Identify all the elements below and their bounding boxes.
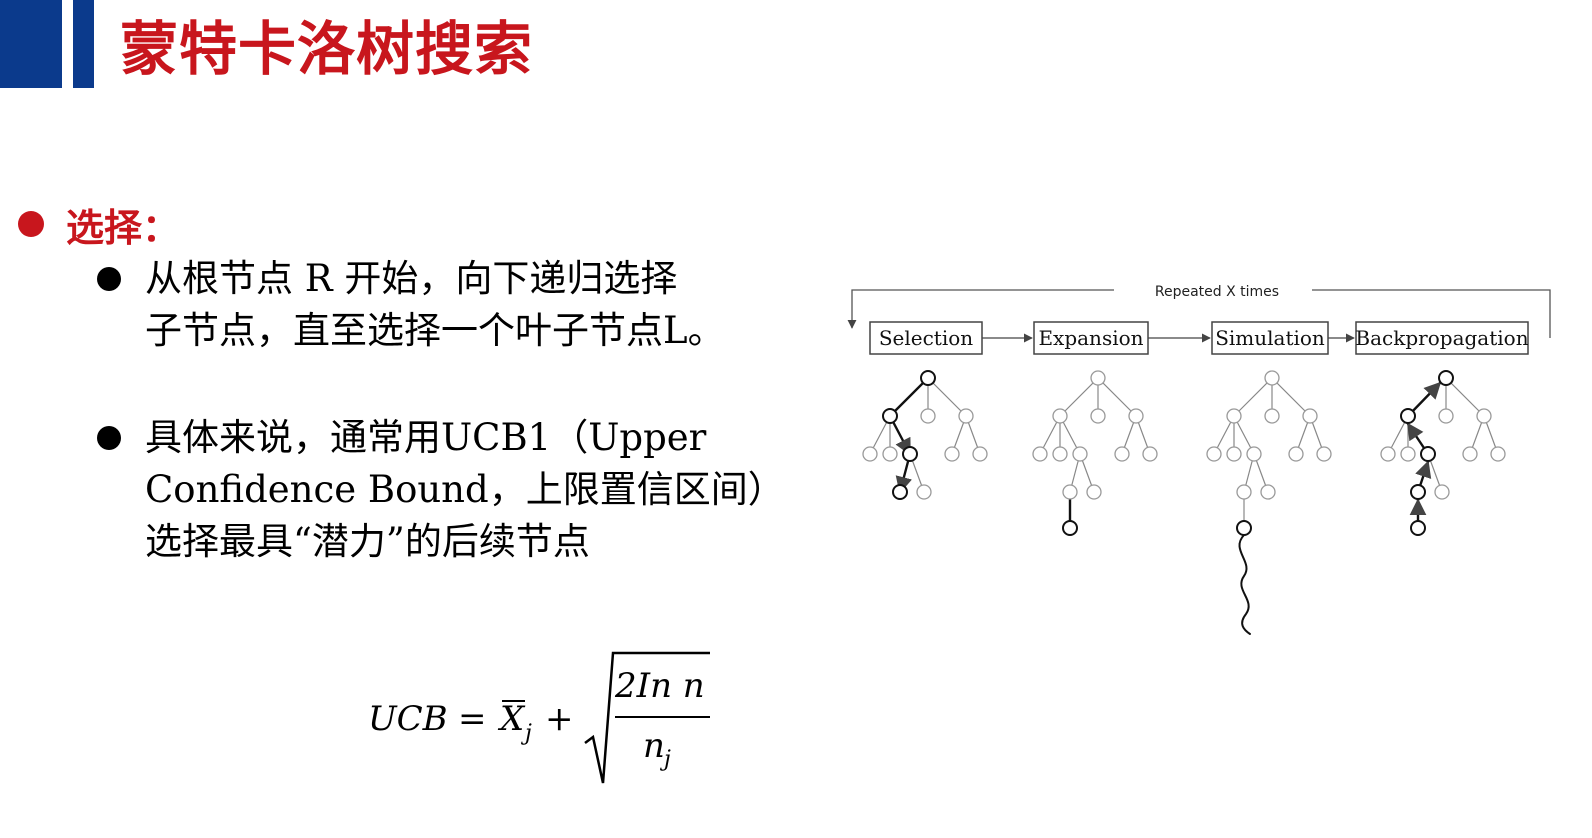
bullet-item: 从根节点 R 开始，向下递归选择 子节点，直至选择一个叶子节点L。 [97,253,825,357]
tree-expansion [1032,370,1158,536]
title-accent-bar [0,0,62,88]
formula-lhs: UCB [368,699,448,739]
bullet-dot-icon [97,267,121,291]
stage-box-simulation [1211,321,1329,355]
tree-backpropagation [1380,370,1506,536]
ucb-formula: UCB = X j + 2In n n j [368,651,710,784]
slide-title: 蒙特卡洛树搜索 [120,15,534,83]
mcts-diagram: Repeated X times Selection Expansion Sim… [847,284,1551,635]
bullet-item: 具体来说，通常用UCB1（Upper Confidence Bound，上限置信… [97,412,825,568]
bullet-line: 具体来说，通常用UCB1（Upper [145,416,707,459]
repeat-loop-arrow [847,289,1551,338]
bullet-line: 选择最具“潜力”的后续节点 [145,520,590,563]
bullet-dot-icon [97,426,121,450]
simulation-rollout-path [1238,534,1251,635]
bullet-text: 从根节点 R 开始，向下递归选择 子节点，直至选择一个叶子节点L。 [145,253,825,357]
section-bullet-icon [18,211,44,237]
stage-label-backpropagation: Backpropagation [1355,326,1528,350]
bullet-line: 从根节点 R 开始，向下递归选择 [145,257,678,300]
formula-xbar: X [497,699,526,739]
formula-numerator: 2In n [614,666,705,706]
stage-label-simulation: Simulation [1215,326,1325,350]
section-heading-text: 选择： [66,205,181,250]
stage-box-backpropagation [1355,321,1529,355]
stage-box-expansion [1033,321,1149,355]
loop-label: Repeated X times [1155,284,1279,300]
title-accent-bar-thin [73,0,94,88]
formula-equals: = [458,699,487,739]
formula-sqrt-sign [584,651,710,784]
bullet-text: 具体来说，通常用UCB1（Upper Confidence Bound，上限置信… [145,412,825,568]
tree-simulation [1206,370,1332,635]
tree-selection [862,370,988,500]
bullet-line: 子节点，直至选择一个叶子节点L。 [145,309,725,352]
section-heading: 选择： [18,198,180,250]
stage-box-selection [869,321,983,355]
formula-plus: + [545,699,574,739]
bullet-line: Confidence Bound，上限置信区间） [145,468,785,511]
formula-denominator: n [643,726,665,766]
stage-label-selection: Selection [879,326,973,350]
stage-label-expansion: Expansion [1038,326,1143,350]
